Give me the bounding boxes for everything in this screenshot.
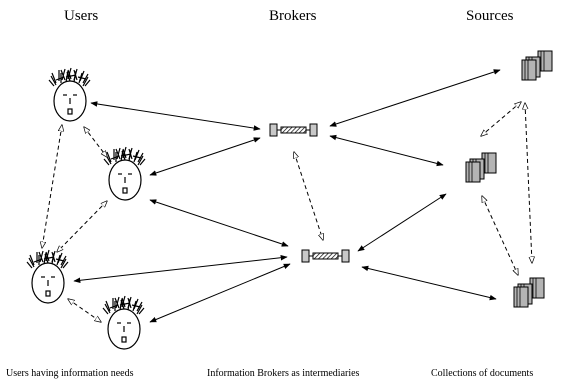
user-face-icon-4 — [102, 295, 145, 350]
document-collection-icon-3 — [514, 278, 544, 307]
user-face-icon-2 — [103, 146, 146, 201]
caption-brokers: Information Brokers as intermediaries — [207, 368, 360, 379]
user-face-icon-3 — [26, 249, 69, 304]
brokers-group — [269, 123, 350, 263]
dashed-connections — [42, 102, 532, 322]
solid-connections — [73, 69, 501, 323]
header-users: Users — [64, 8, 99, 24]
users-group — [26, 67, 146, 350]
header-brokers: Brokers — [269, 8, 317, 24]
broker-icon-2 — [301, 249, 350, 263]
document-collection-icon-2 — [466, 153, 496, 182]
header-sources: Sources — [466, 8, 514, 24]
user-face-icon-1 — [48, 67, 91, 122]
document-collection-icon-1 — [522, 51, 552, 80]
caption-sources: Collections of documents — [431, 368, 534, 379]
broker-icon-1 — [269, 123, 318, 137]
sources-group — [466, 51, 552, 307]
caption-users: Users having information needs — [6, 368, 134, 379]
